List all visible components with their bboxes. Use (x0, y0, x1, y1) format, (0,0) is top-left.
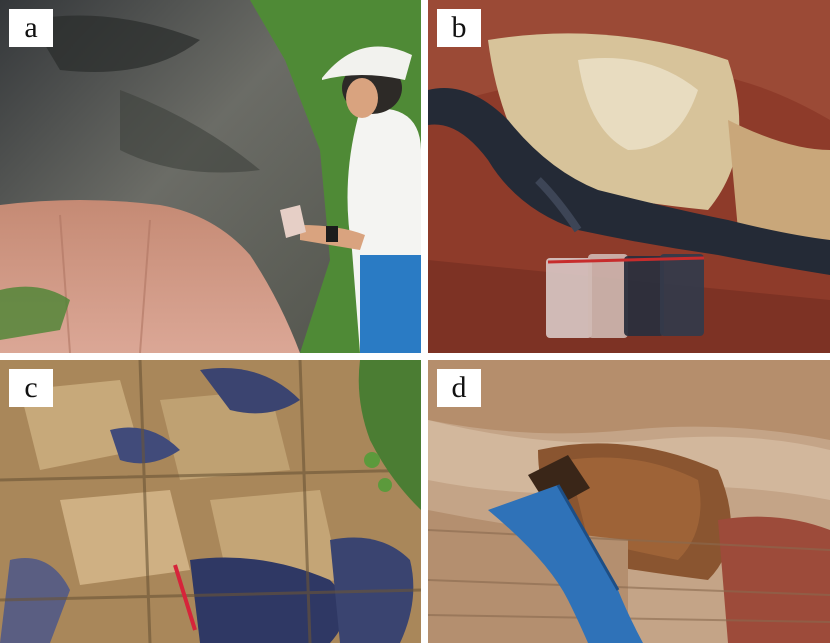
panel-label-d: d (437, 369, 481, 407)
photo-panel-a: a (0, 0, 421, 353)
photo-c-fractured-rock (0, 360, 421, 643)
panel-label-a: a (9, 9, 53, 47)
photo-panel-b: b (428, 0, 830, 353)
photo-d-weathered-rock (428, 360, 830, 643)
panel-label-c: c (9, 369, 53, 407)
photo-panel-d: d (428, 360, 830, 643)
panel-label-b: b (437, 9, 481, 47)
photo-b-profile (428, 0, 830, 353)
photo-panel-c: c (0, 360, 421, 643)
photo-a-outcrop (0, 0, 421, 353)
